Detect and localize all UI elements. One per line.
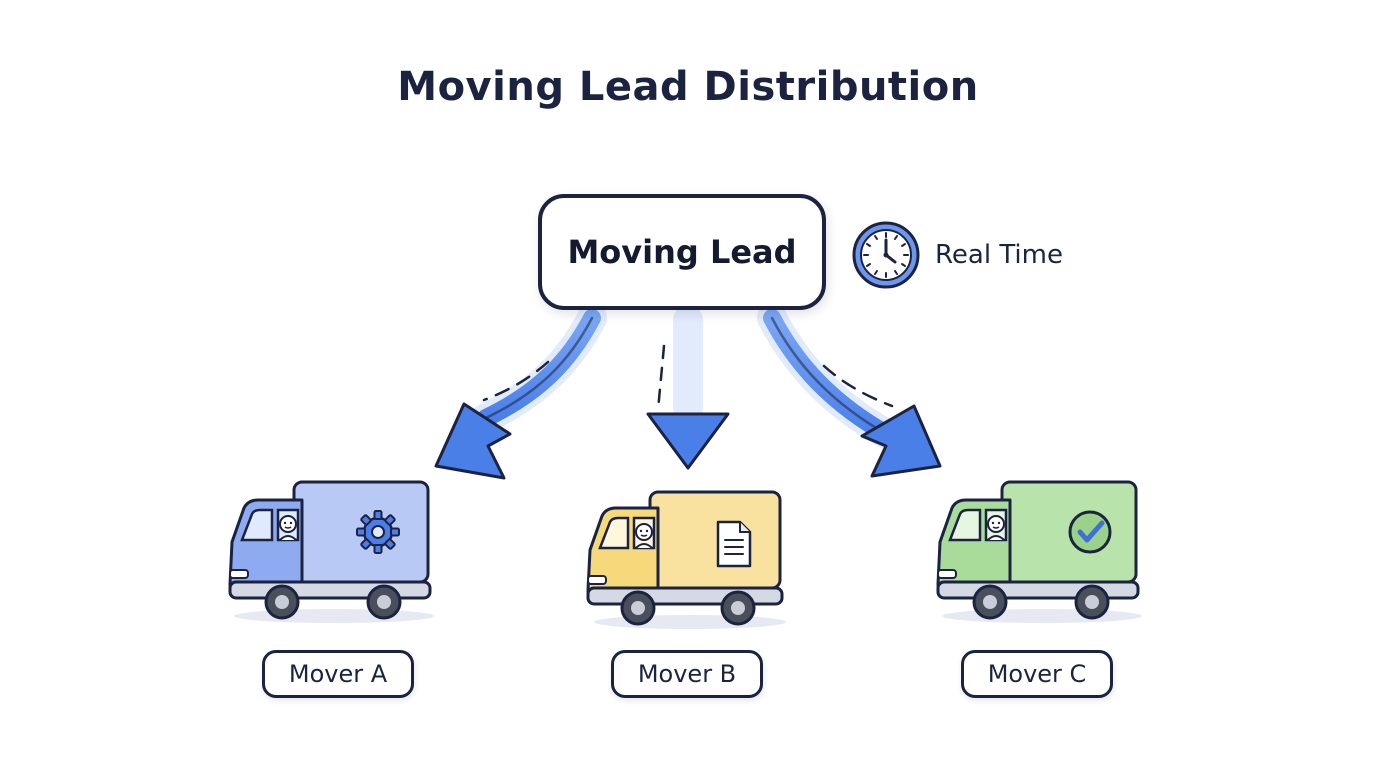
clock-icon	[852, 221, 920, 289]
document-icon	[716, 520, 752, 568]
gear-icon	[356, 510, 400, 554]
real-time-label: Real Time	[935, 240, 1063, 270]
moving-lead-label: Moving Lead	[567, 233, 797, 271]
diagram-title: Moving Lead Distribution	[397, 64, 979, 110]
truck-mover-c	[936, 480, 1142, 623]
arrow-to-mover-b	[646, 305, 730, 470]
truck-mover-a	[228, 480, 434, 623]
arrow-to-mover-c	[757, 303, 942, 478]
mover-b-label: Mover B	[611, 650, 763, 698]
mover-c-label: Mover C	[961, 650, 1113, 698]
mover-a-label: Mover A	[262, 650, 414, 698]
checkmark-icon	[1068, 510, 1112, 554]
moving-lead-node: Moving Lead	[538, 194, 826, 310]
arrow-to-mover-a	[434, 303, 607, 480]
truck-mover-b	[586, 490, 786, 629]
